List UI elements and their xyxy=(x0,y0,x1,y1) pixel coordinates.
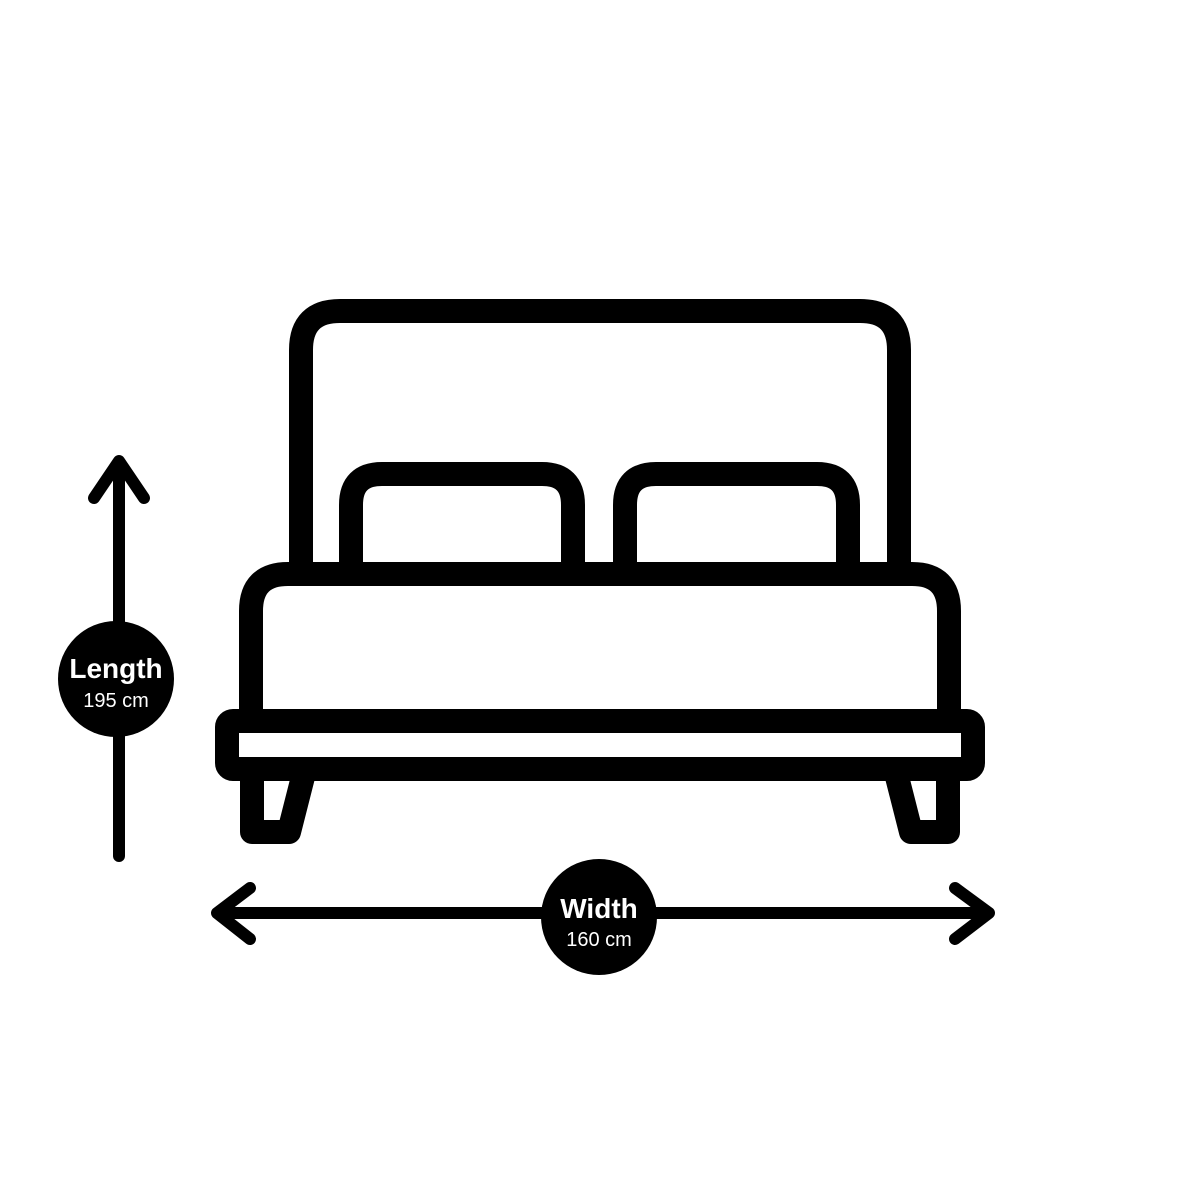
length-badge: Length 195 cm xyxy=(58,621,174,737)
width-badge-circle xyxy=(541,859,657,975)
bed-frame xyxy=(215,709,985,781)
left-leg xyxy=(240,757,317,844)
right-pillow xyxy=(613,462,860,574)
width-title: Width xyxy=(560,893,638,924)
width-badge: Width 160 cm xyxy=(541,859,657,975)
headboard xyxy=(289,299,911,574)
width-arrowhead-left xyxy=(211,882,256,945)
length-badge-circle xyxy=(58,621,174,737)
bed-icon xyxy=(215,299,985,844)
length-arrowhead xyxy=(88,455,150,504)
length-value: 195 cm xyxy=(83,690,149,712)
right-leg xyxy=(883,757,960,844)
length-title: Length xyxy=(69,653,162,684)
width-arrowhead-right xyxy=(949,882,995,945)
mattress xyxy=(239,562,961,733)
left-pillow xyxy=(339,462,585,574)
width-value: 160 cm xyxy=(566,929,632,951)
